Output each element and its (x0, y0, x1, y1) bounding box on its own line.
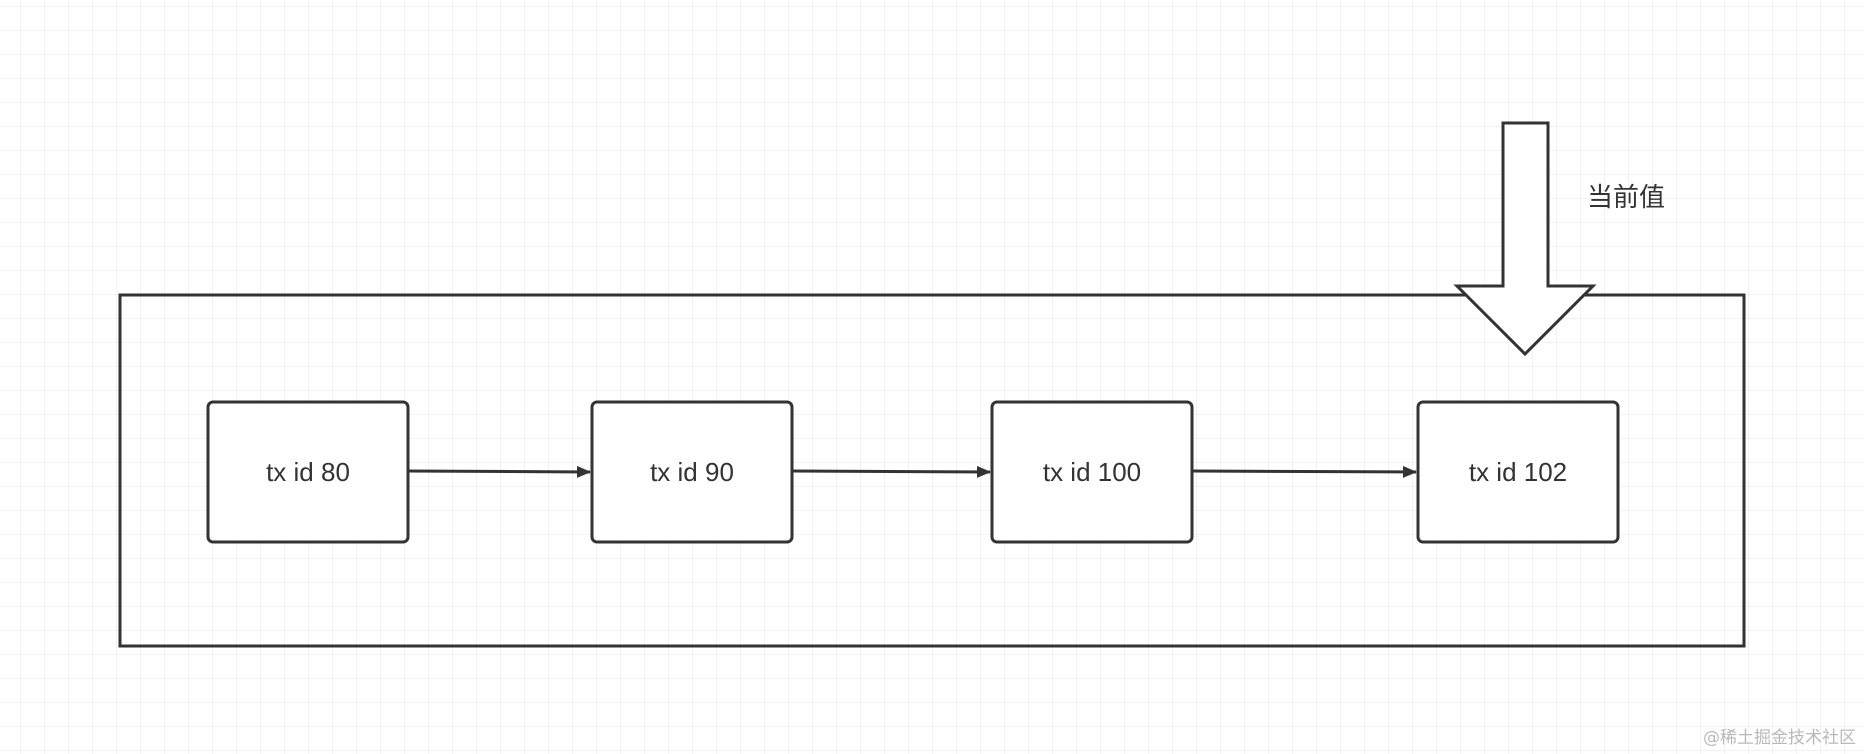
node-tx-100[interactable]: tx id 100 (990, 400, 1194, 544)
current-value-label: 当前值 (1587, 183, 1665, 213)
current-value-arrow (1453, 121, 1597, 357)
edge-100-to-102 (1191, 465, 1417, 478)
edge-80-to-90 (407, 465, 591, 478)
node-label: tx id 102 (1469, 457, 1567, 487)
watermark: @稀土掘金技术社区 (1703, 728, 1856, 748)
node-tx-102[interactable]: tx id 102 (1416, 400, 1620, 544)
node-label: tx id 90 (650, 457, 734, 487)
node-label: tx id 100 (1043, 457, 1141, 487)
node-tx-80[interactable]: tx id 80 (206, 400, 410, 544)
node-label: tx id 80 (266, 457, 350, 487)
node-tx-90[interactable]: tx id 90 (590, 400, 794, 544)
outer-container (118, 293, 1746, 648)
edge-90-to-100 (791, 465, 991, 478)
